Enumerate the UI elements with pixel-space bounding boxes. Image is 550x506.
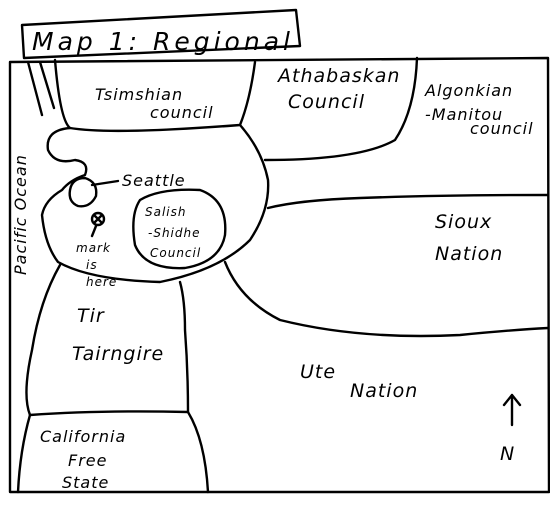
- athabaskan-label: Athabaskan Council: [276, 65, 407, 113]
- sioux-label: Sioux Nation: [435, 211, 503, 265]
- marker-note: mark is here: [76, 241, 117, 289]
- sioux-ute-border: [223, 260, 550, 338]
- marker-pointer: [90, 224, 98, 238]
- seattle-label: Seattle: [122, 171, 186, 190]
- california-label: California Free State: [40, 427, 132, 492]
- location-marker-icon: [90, 211, 106, 227]
- salish-region-outline: [40, 123, 270, 284]
- california-north-border: [16, 413, 32, 494]
- tir-tairngire-label: Tir Tairngire: [72, 305, 164, 365]
- salish-shidhe-label: Salish -Shidhe Council: [145, 205, 205, 260]
- algonkian-label: Algonkian -Manitou council: [424, 81, 534, 138]
- ute-label: Ute Nation: [300, 361, 418, 402]
- tir-tairngire-outline: [25, 263, 190, 417]
- map-border: [8, 56, 550, 494]
- pacific-ocean-label: Pacific Ocean: [11, 154, 30, 275]
- athabaskan-algonkian-border: [263, 56, 419, 162]
- salish-shidhe-outline: [132, 188, 227, 270]
- coast-island-2: [38, 60, 56, 110]
- tsimshian-south-border: [53, 58, 257, 133]
- coast-island-1: [26, 60, 44, 117]
- seattle-marker: [68, 176, 98, 208]
- title-box: Map 1: Regional: [20, 8, 302, 60]
- seattle-pointer: [90, 179, 120, 187]
- north-arrow-icon: [502, 393, 522, 427]
- tir-east-border: [186, 410, 210, 494]
- compass-label: N: [500, 443, 515, 465]
- map-title: Map 1: Regional: [32, 27, 294, 56]
- tsimshian-label: Tsimshian council: [95, 85, 214, 122]
- sioux-north-border: [266, 193, 550, 210]
